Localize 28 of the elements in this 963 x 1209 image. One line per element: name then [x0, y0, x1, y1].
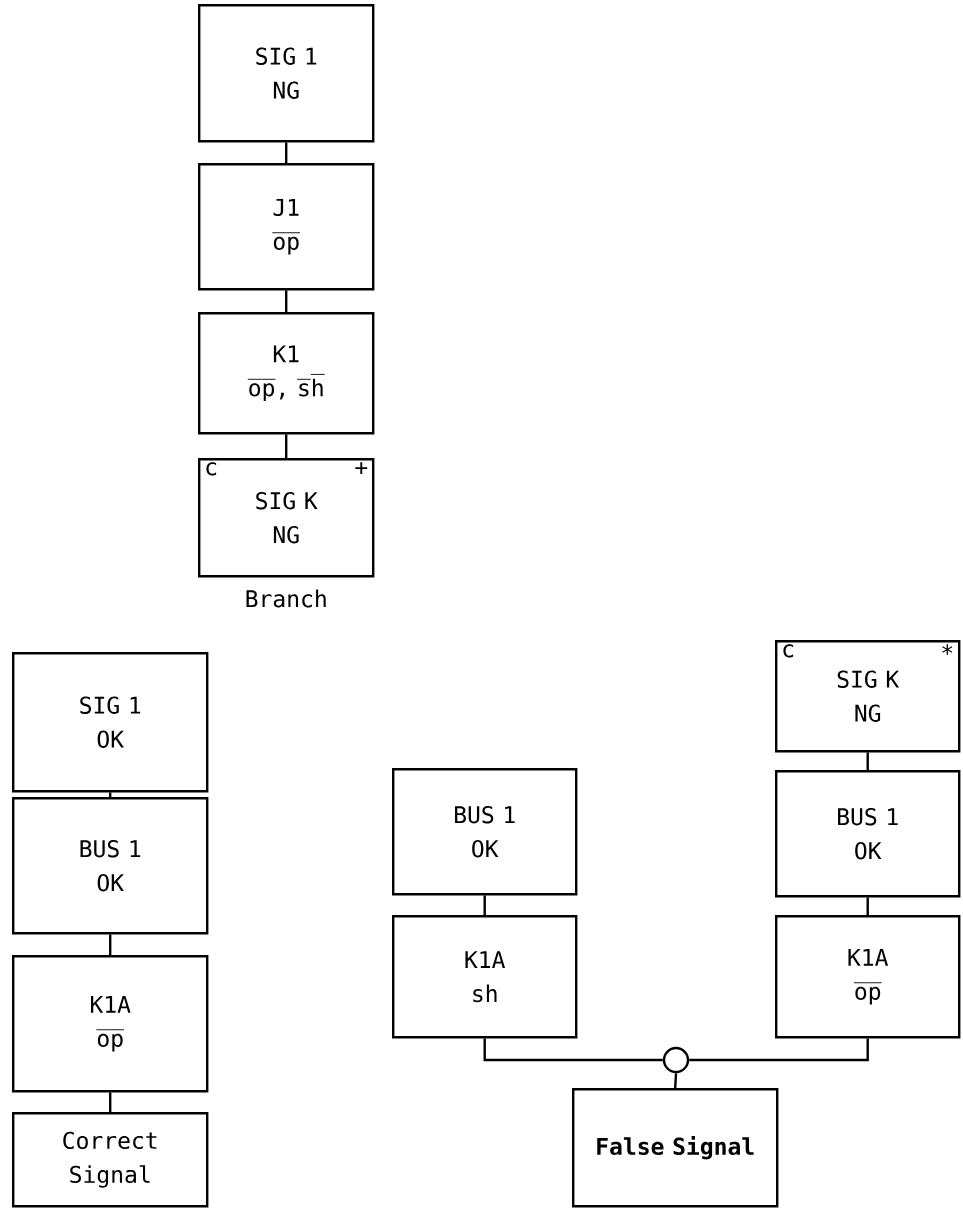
state-box: BUS 1 OK	[775, 770, 961, 898]
connector-line	[285, 434, 288, 458]
result-box: Correct Signal	[12, 1112, 209, 1208]
connector-line	[109, 1092, 112, 1112]
connector-line	[674, 1073, 678, 1089]
connector-line	[689, 1038, 869, 1062]
junction-circle	[662, 1046, 690, 1074]
event-box: SIG K NG c +	[198, 458, 375, 578]
connector-line	[483, 895, 486, 915]
state-box: K1A o̅p̅	[12, 955, 209, 1093]
result-box: False Signal	[572, 1088, 779, 1208]
state-box: K1A sh	[392, 915, 578, 1039]
state-box: J1 o̅p̅	[198, 163, 375, 291]
caption-text: Branch	[246, 589, 326, 608]
state-box: BUS 1 OK	[12, 797, 209, 935]
connector-line	[285, 142, 288, 163]
connector-line	[285, 290, 288, 312]
connector-line	[866, 752, 869, 770]
state-box: K1A o̅p̅	[775, 915, 961, 1039]
state-box: SIG 1 NG	[198, 4, 375, 143]
connector-line	[483, 1038, 663, 1062]
state-box: SIG 1 OK	[12, 652, 209, 793]
connector-line	[866, 897, 869, 915]
connector-line	[109, 792, 112, 797]
state-box: BUS 1 OK	[392, 768, 578, 896]
state-box: K1 o̅p̅, s̅h̅	[198, 312, 375, 435]
event-box: SIG K NG c *	[775, 640, 961, 753]
connector-line	[109, 934, 112, 955]
